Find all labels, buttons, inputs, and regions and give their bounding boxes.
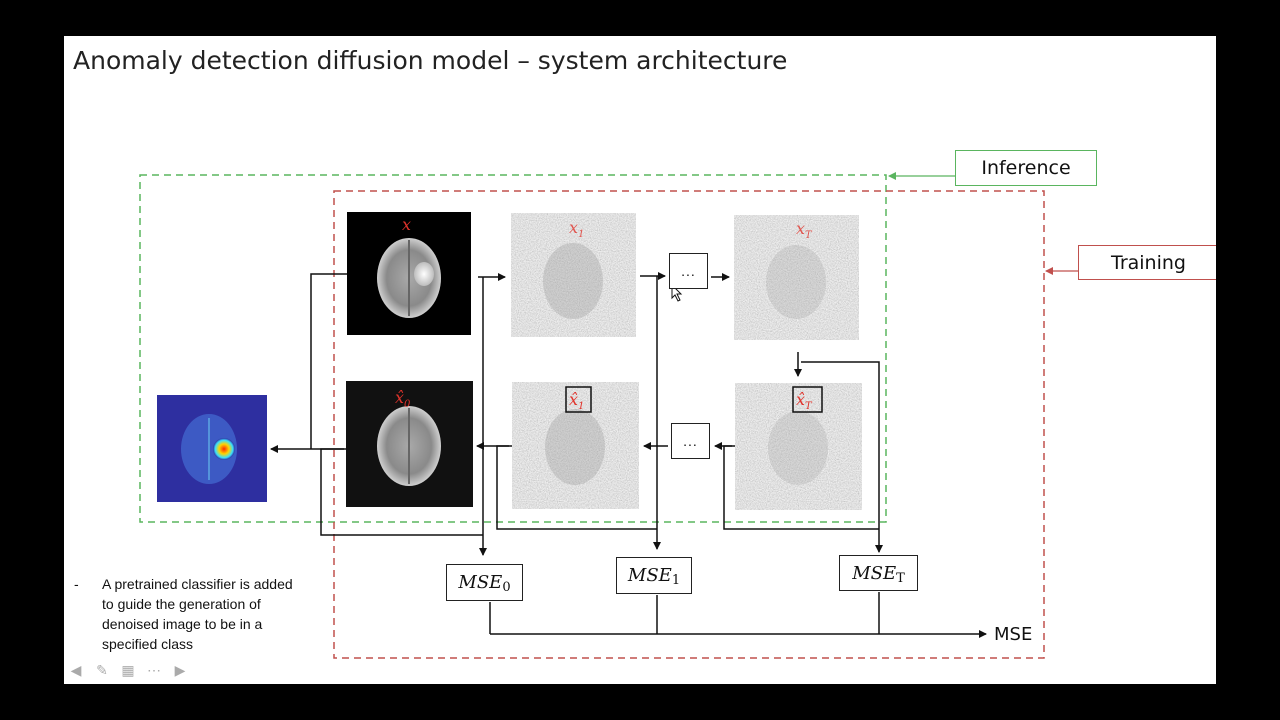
label-box-xT-hat: [792, 386, 823, 413]
training-label: Training: [1078, 245, 1216, 280]
slide-title: Anomaly detection diffusion model – syst…: [73, 46, 788, 75]
label-x1-hat: x̂1: [569, 390, 584, 412]
line-x0-hat-to-mse0: [320, 448, 483, 536]
inference-label: Inference: [955, 150, 1097, 186]
image-x: [347, 212, 471, 335]
label-xT-hat: x̂T: [796, 390, 813, 412]
arrow-xT-to-mseT: [801, 361, 883, 553]
next-slide-icon[interactable]: ▶: [174, 661, 186, 678]
image-x0-hat: [346, 381, 473, 507]
training-region: [333, 190, 1045, 659]
note-text: A pretrained classifier is added to guid…: [102, 576, 293, 652]
label-box-x1-hat: [565, 386, 592, 413]
label-xT: xT: [796, 219, 813, 241]
architecture-diagram: x x1 xT x̂0 x̂1 x̂T: [139, 172, 1078, 659]
pen-icon[interactable]: ✎: [96, 661, 108, 678]
label-x0-hat: x̂0: [395, 388, 411, 410]
inference-region: [139, 174, 887, 523]
image-xT: [734, 215, 859, 340]
line-x1-hat-to-mse1: [496, 445, 657, 530]
ellipsis-box-reverse: ...: [671, 423, 710, 459]
label-x1: x1: [569, 218, 584, 240]
mse-output-label: MSE: [994, 624, 1033, 645]
ellipsis-box-forward: ...: [669, 253, 708, 289]
image-x1-hat: [511, 381, 640, 510]
more-options-icon[interactable]: ⋯: [147, 661, 161, 678]
note-bullet: -: [74, 576, 79, 592]
mouse-cursor-icon: [671, 283, 683, 302]
image-xT-hat: [734, 382, 863, 511]
slides-icon[interactable]: ▦: [121, 661, 135, 678]
image-x1: [511, 213, 636, 337]
line-x-to-heatmap: [310, 273, 347, 449]
label-x: x: [402, 215, 411, 234]
line-xT-hat-to-mseT: [723, 445, 879, 530]
anomaly-heatmap-image: [157, 395, 267, 502]
previous-slide-icon[interactable]: ◀: [70, 661, 82, 678]
classifier-note: - A pretrained classifier is added to gu…: [74, 574, 294, 654]
slideshow-controls: ◀ ✎ ▦ ⋯ ▶: [66, 660, 190, 680]
slide: Anomaly detection diffusion model – syst…: [64, 36, 1216, 684]
